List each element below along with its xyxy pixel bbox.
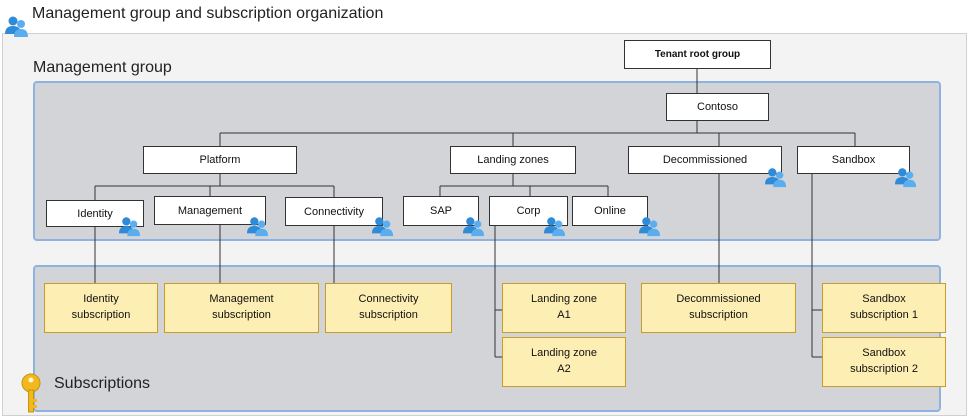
key-icon [21,373,41,413]
user-group-icon [5,16,28,37]
user-group-icon [372,217,394,237]
connectivity-node: Connectivity [285,197,383,226]
user-group-icon [119,217,141,237]
sandbox-node: Sandbox [797,146,910,174]
platform-node: Platform [143,146,297,174]
contoso-node: Contoso [666,93,769,121]
landing-zones-node: Landing zones [450,146,576,174]
sandbox-subscription-1: Sandbox subscription 1 [822,283,946,333]
user-group-icon [544,217,566,237]
tenant-root-group-node: Tenant root group [624,40,771,69]
user-group-icon [639,217,661,237]
user-group-icon [247,217,269,237]
decommissioned-node: Decommissioned [628,146,782,174]
identity-subscription: Identity subscription [44,283,158,333]
connectivity-subscription: Connectivity subscription [325,283,452,333]
page-title: Management group and subscription organi… [32,5,384,22]
user-group-icon [765,168,787,188]
management-node: Management [154,196,266,225]
management-group-label: Management group [33,59,172,76]
user-group-icon [463,217,485,237]
sandbox-subscription-2: Sandbox subscription 2 [822,337,946,387]
management-subscription: Management subscription [164,283,319,333]
user-group-icon [895,168,917,188]
online-node: Online [572,196,648,226]
decommissioned-subscription: Decommissioned subscription [641,283,796,333]
sap-node: SAP [403,196,479,226]
subscriptions-label: Subscriptions [54,375,151,392]
identity-node: Identity [46,200,144,227]
landing-zone-a1-subscription: Landing zone A1 [502,283,626,333]
landing-zone-a2-subscription: Landing zone A2 [502,337,626,387]
